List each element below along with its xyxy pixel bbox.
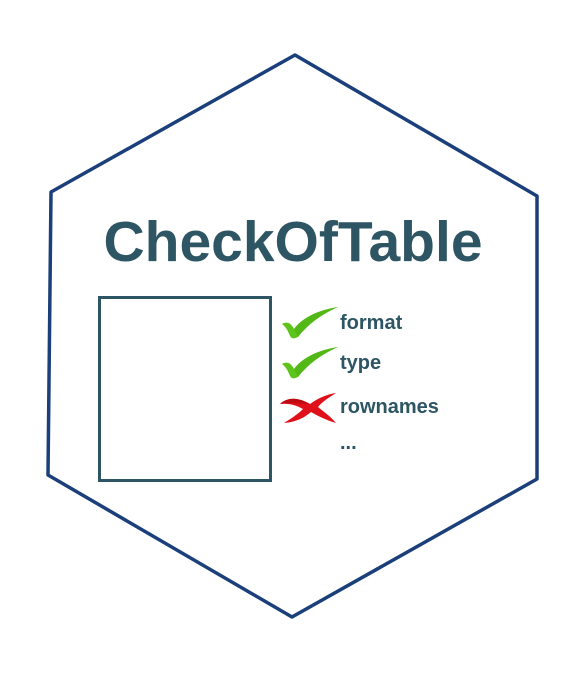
table-box — [98, 296, 272, 482]
check-item-rownames: rownames — [278, 390, 439, 424]
check-label-type: type — [340, 351, 382, 374]
check-label-format: format — [340, 311, 403, 334]
check-label-rownames: rownames — [340, 395, 439, 418]
red-cross-icon — [280, 393, 336, 423]
green-check-icon — [282, 307, 338, 339]
check-item-format: format — [278, 306, 402, 340]
check-item-type: type — [278, 346, 381, 380]
more-ellipsis: ... — [340, 432, 357, 454]
green-check-icon — [282, 347, 338, 379]
logo-title: CheckOfTable — [103, 210, 483, 274]
